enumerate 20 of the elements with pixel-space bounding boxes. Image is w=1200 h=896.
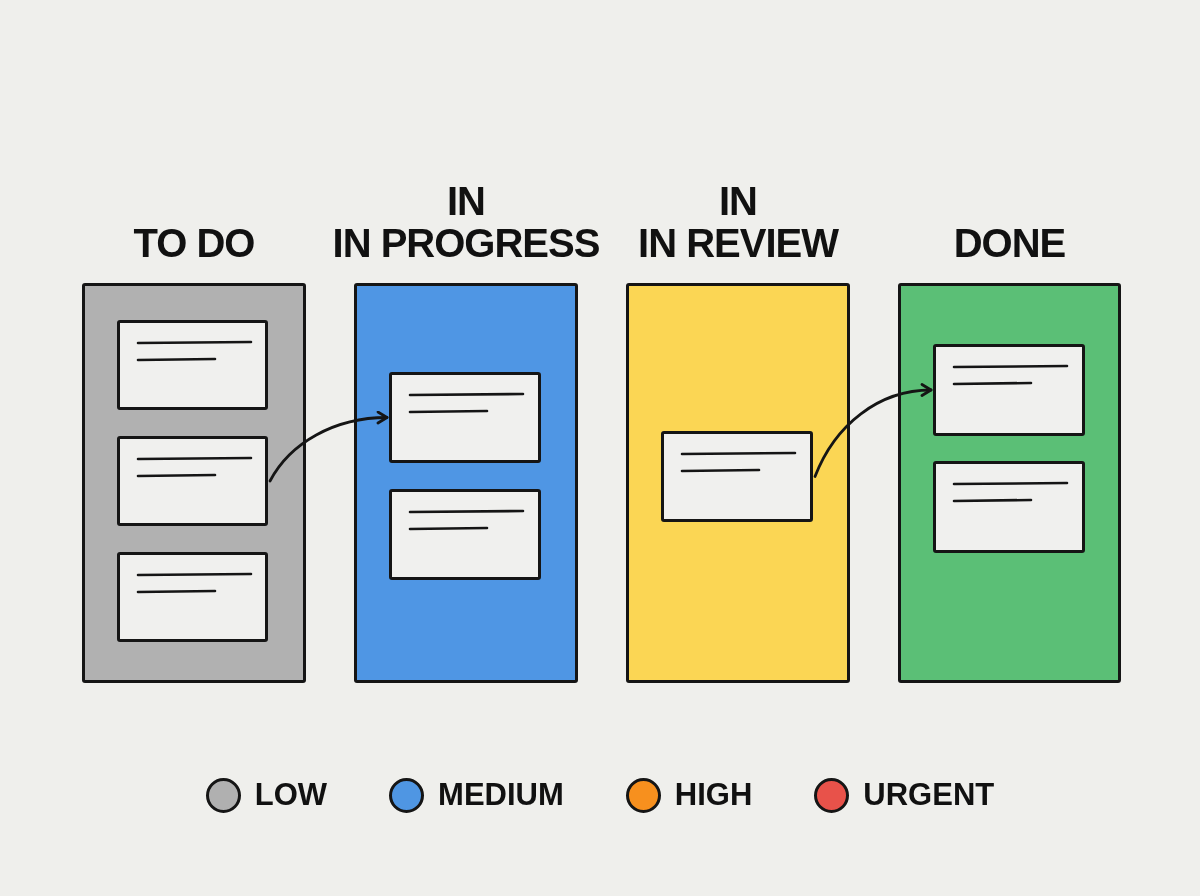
column-heading: IN (719, 180, 757, 222)
column-heading: IN REVIEW (638, 222, 838, 264)
curved-arrow (268, 410, 389, 483)
legend-label: LOW (254, 776, 328, 814)
task-card (389, 372, 541, 463)
task-card (661, 431, 813, 522)
task-card (117, 436, 268, 526)
column-heading: DONE (953, 222, 1066, 264)
column-heading: IN PROGRESS (332, 222, 600, 264)
task-card (933, 461, 1085, 553)
curved-arrow (813, 383, 933, 478)
task-card (117, 552, 268, 642)
legend-label: MEDIUM (438, 776, 564, 814)
legend-label: HIGH (674, 776, 753, 814)
task-card (117, 320, 268, 410)
task-card (933, 344, 1085, 436)
column-heading: TO DO (133, 222, 255, 264)
column-heading: IN (447, 180, 485, 222)
task-card (389, 489, 541, 580)
legend-label: URGENT (863, 776, 995, 814)
